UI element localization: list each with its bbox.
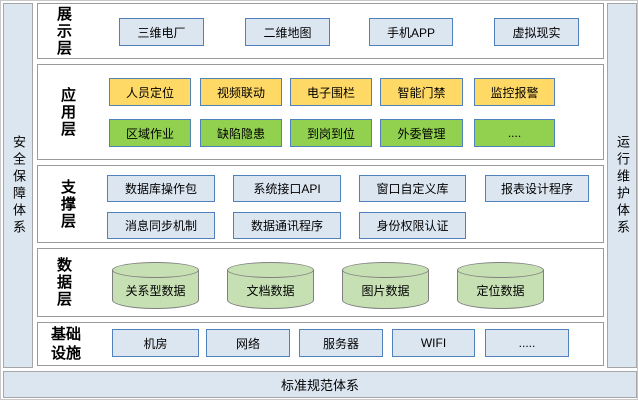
layer-support: 支撑层 数据库操作包 系统接口API 窗口自定义库 报表设计程序 消息同步机制 … <box>37 165 604 243</box>
support-box-window-custom-library: 窗口自定义库 <box>359 175 466 202</box>
presentation-box-3d-plant: 三维电厂 <box>119 18 204 46</box>
left-banner-security-system: 安全保障体系 <box>3 3 33 368</box>
application-box-more: .... <box>474 119 555 147</box>
application-box-personnel-positioning: 人员定位 <box>109 78 191 106</box>
support-box-system-api: 系统接口API <box>233 175 341 202</box>
presentation-box-virtual-reality: 虚拟现实 <box>494 18 579 46</box>
infrastructure-box-network: 网络 <box>206 329 290 357</box>
layer-infrastructure-label: 基础设施 <box>50 326 81 362</box>
layer-presentation: 展示层 三维电厂 二维地图 手机APP 虚拟现实 <box>37 3 604 59</box>
right-banner-operation-maintenance-system: 运行维护体系 <box>607 3 637 368</box>
layer-application-label: 应用层 <box>59 86 76 138</box>
layer-data-label: 数据层 <box>55 257 72 308</box>
application-box-electronic-fence: 电子围栏 <box>290 78 372 106</box>
layer-presentation-label: 展示层 <box>55 5 72 57</box>
bottom-banner-label: 标准规范体系 <box>280 378 359 393</box>
infrastructure-box-machine-room: 机房 <box>112 329 199 357</box>
application-box-video-linkage: 视频联动 <box>200 78 282 106</box>
support-box-report-designer: 报表设计程序 <box>485 175 589 202</box>
data-cylinder-relational: 关系型数据 <box>112 262 199 309</box>
left-banner-label: 安全保障体系 <box>11 134 26 237</box>
data-cylinder-document: 文档数据 <box>227 262 314 309</box>
presentation-box-2d-map: 二维地图 <box>245 18 330 46</box>
application-box-smart-access: 智能门禁 <box>380 78 463 106</box>
right-banner-label: 运行维护体系 <box>615 134 630 237</box>
application-box-defect-hazard: 缺陷隐患 <box>200 119 282 147</box>
layer-application: 应用层 人员定位 视频联动 电子围栏 智能门禁 监控报警 区域作业 缺陷隐患 到… <box>37 64 604 160</box>
support-box-message-sync: 消息同步机制 <box>107 212 215 239</box>
infrastructure-box-more: ..... <box>485 329 569 357</box>
application-box-area-operation: 区域作业 <box>109 119 191 147</box>
layer-support-label: 支撑层 <box>59 178 76 230</box>
support-box-database-package: 数据库操作包 <box>107 175 215 202</box>
support-box-data-communication: 数据通讯程序 <box>233 212 341 239</box>
application-box-monitoring-alarm: 监控报警 <box>474 78 555 106</box>
layer-data: 数据层 关系型数据 文档数据 图片数据 定位数据 <box>37 248 604 317</box>
bottom-banner-standards-system: 标准规范体系 <box>3 371 637 398</box>
support-box-identity-auth: 身份权限认证 <box>359 212 466 239</box>
data-cylinder-positioning: 定位数据 <box>457 262 544 309</box>
infrastructure-box-server: 服务器 <box>299 329 383 357</box>
layer-infrastructure: 基础设施 机房 网络 服务器 WIFI ..... <box>37 322 604 366</box>
presentation-box-mobile-app: 手机APP <box>369 18 453 46</box>
application-box-outsourcing-management: 外委管理 <box>380 119 463 147</box>
data-cylinder-image: 图片数据 <box>342 262 429 309</box>
infrastructure-box-wifi: WIFI <box>392 329 475 357</box>
application-box-on-duty: 到岗到位 <box>290 119 372 147</box>
